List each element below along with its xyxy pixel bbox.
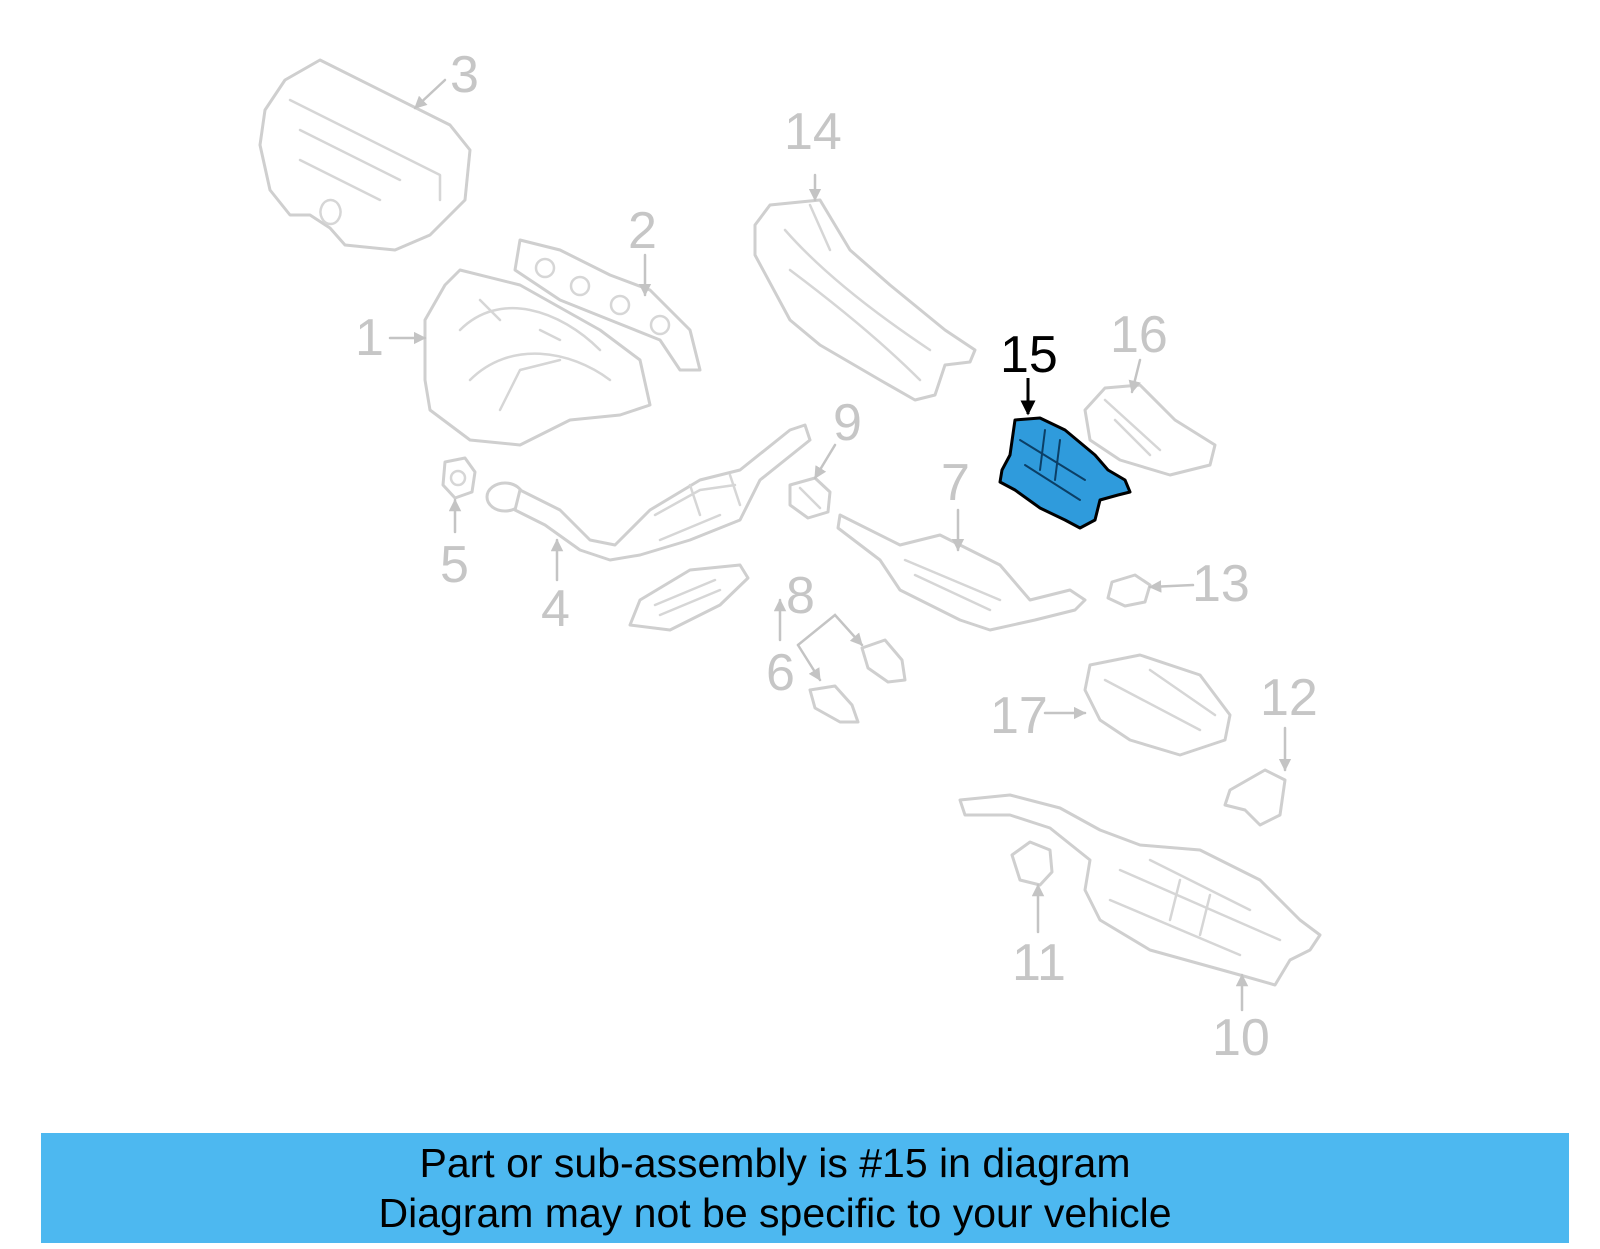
callout-17: 17: [990, 687, 1048, 745]
part-14-heat-shield[interactable]: [753, 198, 977, 402]
part-7-center-muffler[interactable]: [836, 513, 1087, 632]
callout-6: 6: [766, 644, 795, 702]
part-6-bracket[interactable]: [808, 684, 860, 724]
callout-16: 16: [1110, 306, 1168, 364]
part-5-gasket[interactable]: [441, 456, 477, 500]
exhaust-parts-diagram: 3 2 1 5 4 9 7 8 6 14 16 13 17 12 11 10 1…: [258, 46, 1322, 1067]
callout-2: 2: [628, 202, 657, 260]
banner-line-disclaimer: Diagram may not be specific to your vehi…: [378, 1190, 1172, 1236]
callout-7: 7: [941, 454, 970, 512]
part-17-heat-shield[interactable]: [1083, 653, 1232, 757]
part-2-manifold-gasket[interactable]: [513, 238, 702, 372]
callout-15-highlighted: 15: [1000, 326, 1058, 384]
callout-13: 13: [1192, 555, 1250, 613]
callout-3: 3: [450, 46, 479, 104]
part-1-exhaust-manifold[interactable]: [423, 268, 652, 447]
info-banner: Part or sub-assembly is #15 in diagram D…: [41, 1133, 1569, 1243]
banner-line-part-number: Part or sub-assembly is #15 in diagram: [419, 1140, 1131, 1186]
callout-8: 8: [786, 567, 815, 625]
callout-labels: 3 2 1 5 4 9 7 8 6 14 16 13 17 12 11 10 1…: [355, 46, 1318, 1067]
callout-leaders: [388, 78, 1292, 1012]
part-8-bracket[interactable]: [860, 638, 907, 684]
part-9-clamp[interactable]: [788, 476, 832, 520]
part-catalyst-shield[interactable]: [628, 563, 750, 632]
callout-1: 1: [355, 309, 384, 367]
callout-5: 5: [440, 536, 469, 594]
callout-14: 14: [784, 103, 842, 161]
callout-10: 10: [1212, 1009, 1270, 1067]
part-11-hanger[interactable]: [1010, 840, 1054, 887]
part-13-hanger[interactable]: [1106, 573, 1152, 608]
part-3-heat-shield[interactable]: [258, 58, 472, 252]
part-10-rear-muffler[interactable]: [958, 793, 1322, 987]
part-16-heat-shield[interactable]: [1083, 383, 1217, 477]
callout-4: 4: [541, 580, 570, 638]
part-15-heat-shield-highlighted[interactable]: [998, 416, 1132, 530]
callout-9: 9: [833, 394, 862, 452]
part-12-bracket[interactable]: [1223, 768, 1287, 827]
part-4-front-pipe-catalyst[interactable]: [485, 423, 812, 562]
callout-12: 12: [1260, 669, 1318, 727]
callout-11: 11: [1012, 934, 1066, 992]
